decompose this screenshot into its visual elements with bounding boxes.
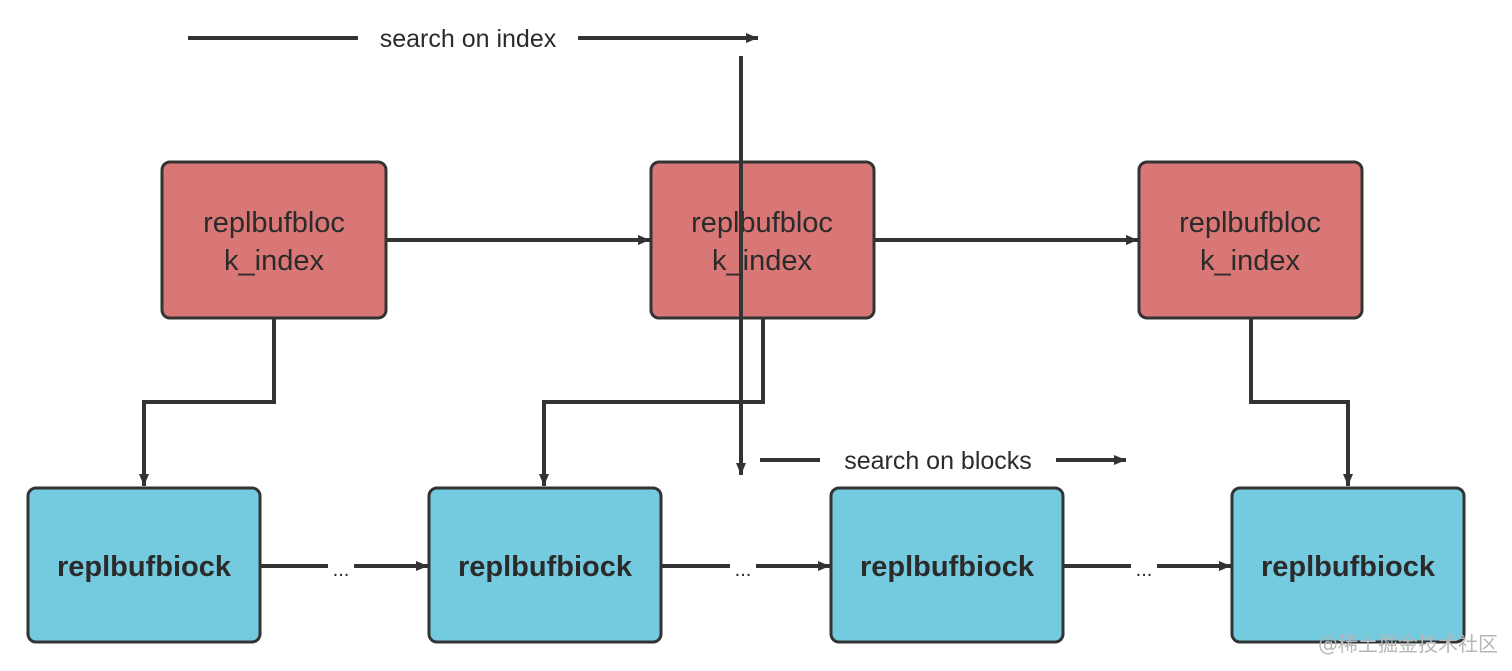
block-node-box [829,486,1065,644]
block-node: replbufbiock [427,486,663,644]
index-node: replbufbloc k_index [649,160,876,320]
block-node: replbufbiock [1230,486,1466,644]
index-to-block-arrow-3 [1249,318,1353,486]
index-node-label-line2: k_index [1200,245,1300,277]
index-node-label-line1: replbufbloc [203,207,345,239]
search-on-index-label: search on index [380,25,557,53]
block-node-box [427,486,663,644]
index-node: replbufbloc k_index [1137,160,1364,320]
gap-label: ... [1136,559,1153,581]
block-node-box [1230,486,1466,644]
index-node-box [1137,160,1364,320]
block-node: replbufbiock [26,486,262,644]
index-node-box [649,160,876,320]
block-node-label: replbufbiock [458,551,633,583]
index-node-label-line1: replbufbloc [1179,207,1321,239]
index-node-label-line2: k_index [712,245,812,277]
index-node-label-line1: replbufbloc [691,207,833,239]
block-node-label: replbufbiock [1261,551,1436,583]
gap-label: ... [735,559,752,581]
index-node-box [160,160,388,320]
search-on-blocks-label: search on blocks [844,447,1032,475]
index-node: replbufbloc k_index [160,160,388,320]
index-node-label-line2: k_index [224,245,324,277]
gap-label: ... [333,559,350,581]
block-node-label: replbufbiock [57,551,232,583]
index-to-block-arrow-2 [539,318,765,486]
block-node-box [26,486,262,644]
watermark: @稀土掘金技术社区 [1318,632,1498,656]
index-to-block-arrow-1 [139,318,276,486]
block-node: replbufbiock [829,486,1065,644]
block-node-label: replbufbiock [860,551,1035,583]
